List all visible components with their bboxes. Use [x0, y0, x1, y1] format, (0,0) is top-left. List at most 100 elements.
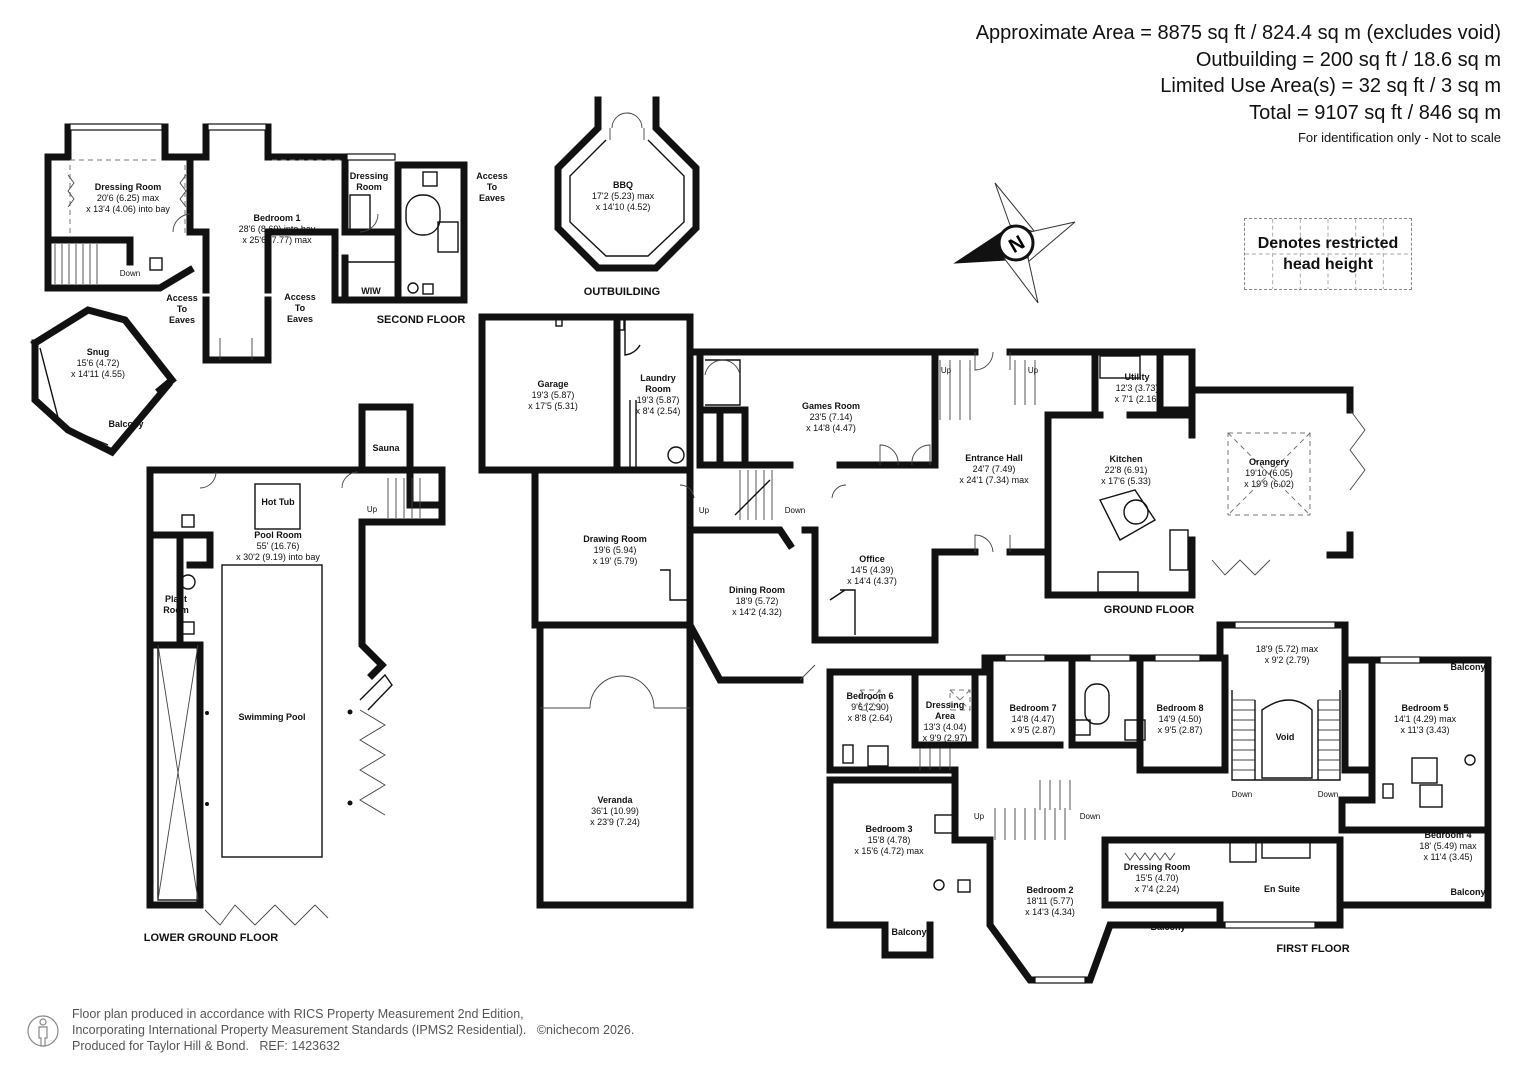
bedroom4-dim1: 18' (5.49) max [1419, 841, 1477, 851]
bedroom4-label: Bedroom 4 [1424, 830, 1471, 840]
office-dim1: 14'5 (4.39) [851, 565, 894, 575]
entrance-hall-dim1: 24'7 (7.49) [973, 464, 1016, 474]
footer: Floor plan produced in accordance with R… [72, 1006, 634, 1054]
drawing-room-label: Drawing Room [583, 534, 647, 544]
balcony-snug-label: Balcony [108, 419, 143, 429]
up-ground-3: Up [699, 506, 710, 515]
bedroom1-dim2: x 25'6 (7.77) max [242, 235, 312, 245]
dressing-room-2f-label: Dressing Room [95, 182, 162, 192]
landing-dim2: x 9'2 (2.79) [1265, 655, 1310, 665]
dressing-room-2f-dim2: x 13'4 (4.06) into bay [86, 204, 170, 214]
swimming-pool-label: Swimming Pool [238, 712, 305, 722]
up-ground-1: Up [941, 366, 952, 375]
snug-label: Snug [87, 347, 110, 357]
dressing-small-2f-label1: Dressing [350, 171, 389, 181]
drawing-room-dim1: 19'6 (5.94) [594, 545, 637, 555]
dressing-1f-dim2: x 7'4 (2.24) [1135, 884, 1180, 894]
down-2f-label: Down [120, 269, 140, 278]
utility-dim1: 12'3 (3.73) [1116, 383, 1159, 393]
bedroom1-dim1: 28'6 (8.69) into bay [239, 224, 316, 234]
pool-room-dim2: x 30'2 (9.19) into bay [236, 552, 320, 562]
person-scale-icon [27, 1015, 59, 1047]
access-eaves-b-1: Access [284, 292, 316, 302]
orangery-label: Orangery [1249, 457, 1289, 467]
access-eaves-a-1: Access [166, 293, 198, 303]
bedroom1-label: Bedroom 1 [253, 213, 300, 223]
office-dim2: x 14'4 (4.37) [847, 576, 897, 586]
access-eaves-right-1: Access [476, 171, 508, 181]
kitchen-dim1: 22'8 (6.91) [1105, 465, 1148, 475]
balcony-b5-label: Balcony [1450, 662, 1485, 672]
dining-room-dim1: 18'9 (5.72) [736, 596, 779, 606]
outbuilding-title: OUTBUILDING [584, 286, 660, 298]
bedroom2-label: Bedroom 2 [1026, 885, 1073, 895]
footer-line1: Floor plan produced in accordance with R… [72, 1007, 524, 1021]
bedroom2-dim2: x 14'3 (4.34) [1025, 907, 1075, 917]
balcony-b3-label: Balcony [891, 927, 926, 937]
dining-room-dim2: x 14'2 (4.32) [732, 607, 782, 617]
bedroom7-dim2: x 9'5 (2.87) [1011, 725, 1056, 735]
dressing-small-2f-label2: Room [356, 182, 382, 192]
outbuilding-plan: BBQ 17'2 (5.23) max x 14'10 (4.52) OUTBU… [554, 96, 700, 298]
restricted-line1: Denotes restricted [1257, 235, 1399, 252]
dressing-area-dim1: 13'3 (4.04) [924, 722, 967, 732]
access-eaves-right-3: Eaves [479, 193, 505, 203]
wiw-label: WIW [361, 286, 381, 296]
restricted-line2: head height [1283, 256, 1373, 273]
footer-ref: REF: 1423632 [259, 1039, 340, 1053]
kitchen-label: Kitchen [1109, 454, 1142, 464]
plant-room-label1: Plant [165, 594, 187, 604]
bedroom5-label: Bedroom 5 [1401, 703, 1448, 713]
balcony-b2-label: Balcony [1150, 922, 1185, 932]
bedroom7-dim1: 14'8 (4.47) [1012, 714, 1055, 724]
bedroom3-dim1: 15'8 (4.78) [868, 835, 911, 845]
hot-tub-label: Hot Tub [261, 497, 295, 507]
garage-dim2: x 17'5 (5.31) [528, 401, 578, 411]
bedroom6-dim2: x 8'8 (2.64) [848, 713, 893, 723]
first-floor-plan: Bedroom 6 9'6 (2.90) x 8'8 (2.64) Dressi… [826, 621, 1492, 984]
snug-dim2: x 14'11 (4.55) [71, 369, 125, 379]
access-eaves-a-3: Eaves [169, 315, 195, 325]
ground-floor-plan: Garage 19'3 (5.87) x 17'5 (5.31) Laundry… [478, 313, 1366, 909]
first-floor-title: FIRST FLOOR [1276, 943, 1349, 955]
laundry-label1: Laundry [640, 373, 676, 383]
bedroom2-dim1: 18'11 (5.77) [1026, 896, 1073, 906]
en-suite-label: En Suite [1264, 884, 1300, 894]
landing-dim1: 18'9 (5.72) max [1256, 644, 1319, 654]
down-first-floor-b: Down [1232, 790, 1252, 799]
garage-dim1: 19'3 (5.87) [532, 390, 575, 400]
bedroom4-dim2: x 11'4 (3.45) [1423, 852, 1472, 862]
identification-note: For identification only - Not to scale [1297, 130, 1501, 145]
laundry-dim1: 19'3 (5.87) [637, 395, 680, 405]
dining-room-label: Dining Room [729, 585, 785, 595]
dressing-area-dim2: x 9'9 (2.97) [923, 733, 968, 743]
lower-ground-floor-plan: Hot Tub Sauna Up Pool Room 55' (16.76) x… [144, 403, 446, 944]
restricted-grid-icon [1245, 219, 1411, 289]
bedroom6-label: Bedroom 6 [846, 691, 893, 701]
drawing-room-dim2: x 19' (5.79) [593, 556, 638, 566]
outbuilding-area: Outbuilding = 200 sq ft / 18.6 sq m [1195, 48, 1501, 71]
veranda-dim1: 36'1 (10.99) [591, 806, 639, 816]
up-first-floor: Up [974, 812, 985, 821]
orangery-dim1: 19'10 (6.05) [1245, 468, 1293, 478]
bedroom5-dim1: 14'1 (4.29) max [1394, 714, 1457, 724]
games-room-dim2: x 14'8 (4.47) [806, 423, 856, 433]
restricted-head-height-legend: Denotes restricted head height [1244, 218, 1412, 290]
ground-floor-title: GROUND FLOOR [1104, 604, 1194, 616]
up-lower-ground: Up [367, 505, 378, 514]
bedroom8-label: Bedroom 8 [1156, 703, 1203, 713]
laundry-label2: Room [645, 384, 671, 394]
bedroom3-dim2: x 15'6 (4.72) max [854, 846, 924, 856]
plant-room-label2: Room [163, 605, 189, 615]
down-first-floor-a: Down [1080, 812, 1100, 821]
void-label: Void [1276, 732, 1295, 742]
games-room-label: Games Room [802, 401, 860, 411]
laundry-dim2: x 8'4 (2.54) [636, 406, 681, 416]
dressing-area-label2: Area [935, 711, 956, 721]
second-floor-plan: Dressing Room 20'6 (6.25) max x 13'4 (4.… [30, 123, 508, 457]
limited-use-area: Limited Use Area(s) = 32 sq ft / 3 sq m [1160, 75, 1501, 97]
office-label: Office [859, 554, 885, 564]
balcony-b4-label: Balcony [1450, 887, 1485, 897]
games-room-dim1: 23'5 (7.14) [810, 412, 853, 422]
